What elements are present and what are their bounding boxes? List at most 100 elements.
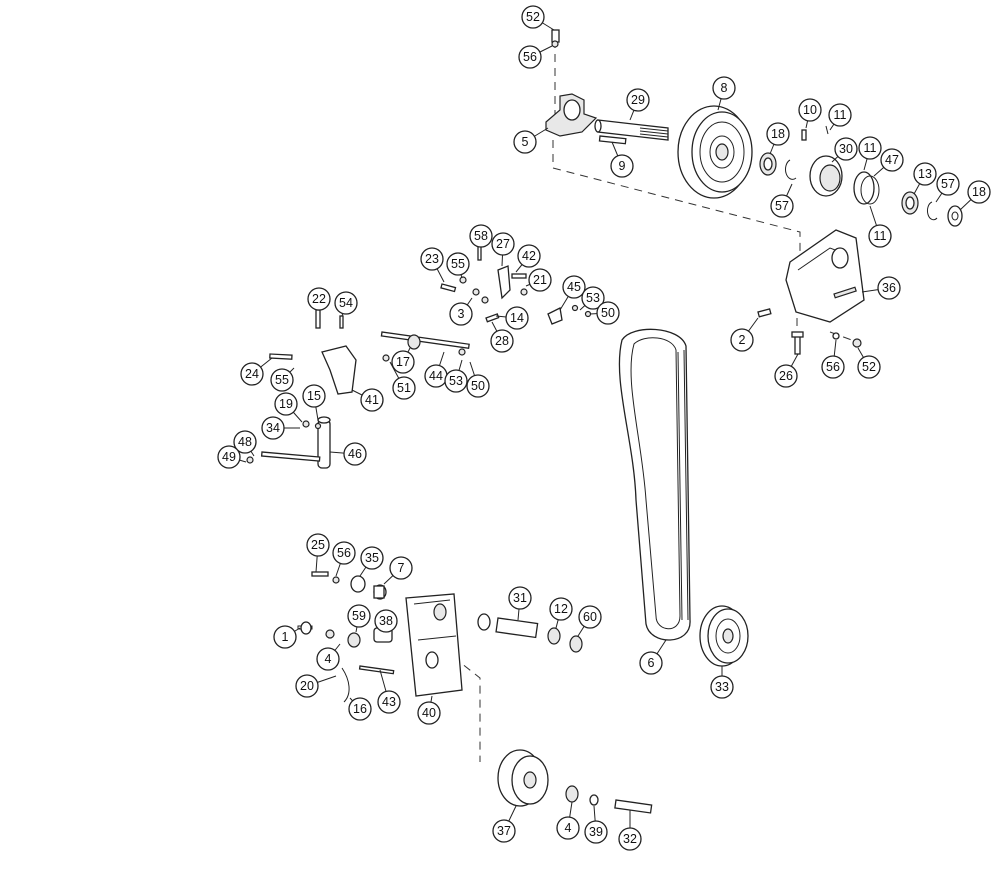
callout-circle bbox=[936, 172, 960, 196]
callout-59: 59 bbox=[347, 604, 371, 633]
bolt-22 bbox=[315, 309, 321, 329]
callout-circle bbox=[334, 291, 358, 315]
callout-4: 4 bbox=[556, 801, 580, 840]
callout-number: 56 bbox=[826, 360, 840, 374]
callout-14: 14 bbox=[495, 306, 529, 330]
callout-circle bbox=[389, 556, 413, 580]
callout-37: 37 bbox=[492, 805, 517, 843]
drive-shaft bbox=[594, 119, 669, 141]
callout-circle bbox=[347, 604, 371, 628]
callout-number: 30 bbox=[839, 142, 853, 156]
callout-number: 52 bbox=[862, 360, 876, 374]
callout-circle bbox=[880, 148, 904, 172]
callout-circle bbox=[828, 103, 852, 127]
callout-number: 50 bbox=[471, 379, 485, 393]
callout-number: 59 bbox=[352, 609, 366, 623]
callout-1: 1 bbox=[273, 625, 301, 649]
callout-circle bbox=[302, 384, 326, 408]
callout-number: 32 bbox=[623, 832, 637, 846]
callout-circle bbox=[596, 301, 620, 325]
callout-31: 31 bbox=[508, 586, 532, 621]
callout-34: 34 bbox=[261, 416, 300, 440]
callout-8: 8 bbox=[712, 76, 736, 111]
pin-10 bbox=[801, 129, 807, 141]
drive-belt bbox=[618, 328, 691, 641]
callout-58: 58 bbox=[469, 224, 493, 248]
washer-18-b bbox=[947, 205, 963, 227]
shaft-44 bbox=[380, 331, 470, 362]
bolt-26 bbox=[791, 331, 804, 355]
callout-number: 50 bbox=[601, 306, 615, 320]
callout-circle bbox=[217, 445, 241, 469]
callout-28: 28 bbox=[490, 321, 514, 353]
callout-54: 54 bbox=[334, 291, 358, 317]
callout-46: 46 bbox=[329, 442, 367, 466]
callout-circle bbox=[610, 154, 634, 178]
callout-circle bbox=[374, 609, 398, 633]
roller-axle-32 bbox=[614, 799, 653, 814]
callout-number: 53 bbox=[586, 291, 600, 305]
callout-number: 4 bbox=[325, 652, 332, 666]
bolt-2 bbox=[757, 308, 772, 318]
callout-circle bbox=[270, 368, 294, 392]
callout-circle bbox=[562, 275, 586, 299]
callout-number: 47 bbox=[885, 153, 899, 167]
callout-number: 15 bbox=[307, 389, 321, 403]
pin-54 bbox=[339, 315, 344, 329]
callout-number: 8 bbox=[721, 81, 728, 95]
callout-number: 35 bbox=[365, 551, 379, 565]
callout-circle bbox=[240, 362, 264, 386]
washer-56 bbox=[832, 332, 840, 340]
callout-circle bbox=[858, 136, 882, 160]
callout-circle bbox=[360, 546, 384, 570]
callout-number: 39 bbox=[589, 825, 603, 839]
callout-circle bbox=[857, 355, 881, 379]
callout-circle bbox=[332, 541, 356, 565]
callout-9: 9 bbox=[610, 141, 634, 178]
callout-18: 18 bbox=[959, 180, 991, 211]
callout-52: 52 bbox=[521, 5, 555, 31]
callout-27: 27 bbox=[491, 232, 515, 267]
callout-15: 15 bbox=[302, 384, 326, 421]
callout-number: 48 bbox=[238, 435, 252, 449]
callout-circle bbox=[273, 625, 297, 649]
callout-53: 53 bbox=[444, 359, 468, 393]
callout-circle bbox=[584, 820, 608, 844]
callout-number: 49 bbox=[222, 450, 236, 464]
callout-number: 16 bbox=[353, 702, 367, 716]
callout-number: 43 bbox=[382, 695, 396, 709]
callout-circle bbox=[712, 76, 736, 100]
callout-circle bbox=[492, 819, 516, 843]
callout-55: 55 bbox=[446, 252, 470, 279]
callout-24: 24 bbox=[240, 357, 273, 386]
callout-23: 23 bbox=[420, 247, 445, 283]
roller-bearing-4 bbox=[565, 785, 579, 803]
tension-arm-41 bbox=[321, 345, 357, 395]
callout-circle bbox=[913, 162, 937, 186]
callout-number: 13 bbox=[918, 167, 932, 181]
callout-18: 18 bbox=[766, 122, 790, 155]
callout-number: 40 bbox=[422, 706, 436, 720]
callout-38: 38 bbox=[374, 609, 398, 633]
callout-number: 45 bbox=[567, 280, 581, 294]
callout-number: 11 bbox=[874, 229, 887, 243]
callout-56: 56 bbox=[332, 541, 356, 577]
callout-circle bbox=[868, 224, 892, 248]
pin-11 bbox=[825, 125, 829, 135]
callout-number: 57 bbox=[775, 199, 789, 213]
pillow-block-bearing bbox=[545, 93, 598, 137]
callout-36: 36 bbox=[861, 276, 901, 300]
callout-circle bbox=[730, 328, 754, 352]
callout-number: 14 bbox=[510, 311, 524, 325]
callout-number: 37 bbox=[497, 824, 511, 838]
spacer-47 bbox=[853, 171, 880, 205]
callout-circle bbox=[518, 45, 542, 69]
callout-44: 44 bbox=[424, 351, 448, 388]
callout-51: 51 bbox=[389, 361, 416, 400]
bearing-13 bbox=[901, 191, 919, 215]
callout-circle bbox=[549, 597, 573, 621]
callout-circle bbox=[306, 533, 330, 557]
callout-circle bbox=[295, 674, 319, 698]
